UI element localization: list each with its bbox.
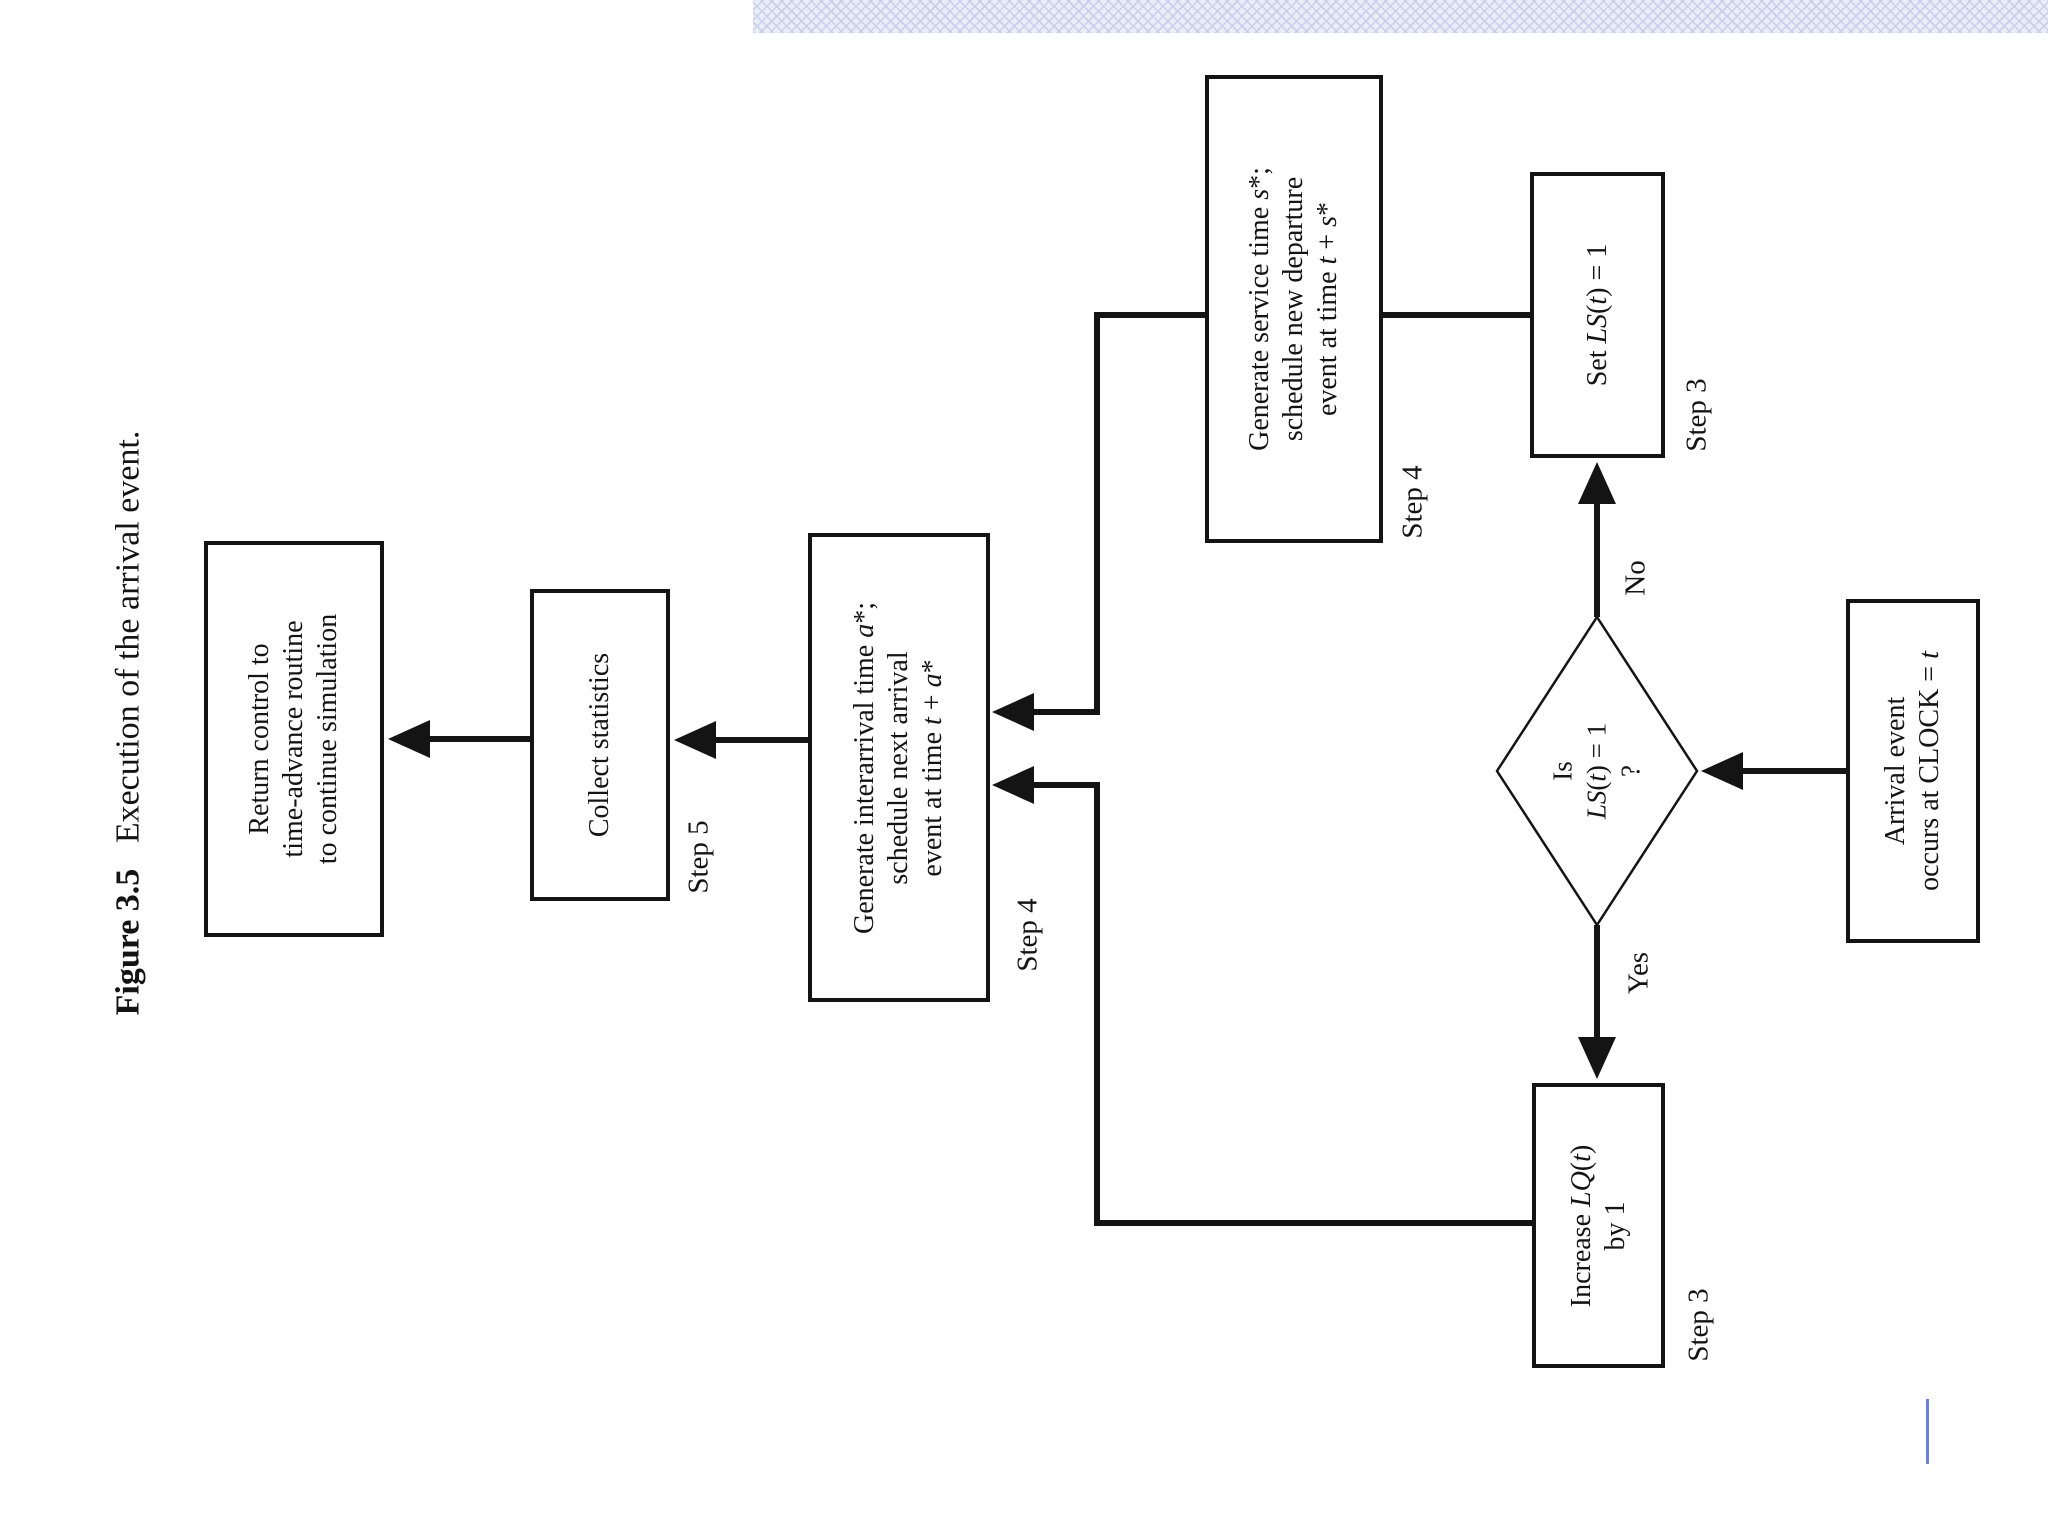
figure-caption-title: Execution of the arrival event.: [109, 430, 147, 869]
label-step4-generate-interarrival: Step 4: [1011, 898, 1044, 972]
connector-increase-to-interarrival: [1032, 782, 1532, 1226]
arrowhead-into-set-ls: [1578, 462, 1616, 504]
node-generate-interarrival: Generate interarrival time a*;schedule n…: [808, 533, 990, 1002]
node-increase-lq-text: Increase LQ(t)by 1: [1565, 1144, 1631, 1307]
node-increase-lq: Increase LQ(t)by 1: [1532, 1083, 1665, 1368]
arrowhead-into-collect: [674, 721, 716, 759]
label-step3-increase-lq: Step 3: [1682, 1288, 1715, 1362]
figure-caption: Figure 3.5 Execution of the arrival even…: [97, 330, 159, 1115]
connector-service-to-interarrival: [1032, 312, 1205, 715]
decision-diamond-shape: [1495, 614, 1699, 928]
node-set-ls: Set LS(t) = 1: [1530, 172, 1665, 458]
arrowhead-into-interarrival-lower: [992, 766, 1034, 804]
label-step3-set-ls: Step 3: [1680, 378, 1713, 452]
node-generate-service: Generate service time s*;schedule new de…: [1205, 75, 1383, 543]
label-step5-collect: Step 5: [682, 820, 715, 894]
node-generate-interarrival-text: Generate interarrival time a*;schedule n…: [848, 601, 949, 934]
arrowhead-into-increase-lq: [1578, 1037, 1616, 1079]
top-border-pattern: [753, 0, 2048, 33]
node-set-ls-text: Set LS(t) = 1: [1581, 243, 1613, 387]
node-collect-statistics-text: Collect statistics: [583, 652, 615, 838]
node-collect-statistics: Collect statistics: [530, 589, 670, 901]
arrowhead-into-return: [388, 720, 430, 758]
arrowhead-into-interarrival-upper: [992, 693, 1034, 731]
label-yes: Yes: [1622, 951, 1655, 995]
figure-caption-number: Figure 3.5: [109, 868, 147, 1015]
label-step4-generate-service: Step 4: [1396, 465, 1429, 539]
node-generate-service-text: Generate service time s*;schedule new de…: [1243, 167, 1344, 451]
arrowhead-into-decision: [1701, 752, 1743, 790]
text-cursor-mark: [1926, 1399, 1929, 1464]
label-no: No: [1619, 560, 1652, 596]
